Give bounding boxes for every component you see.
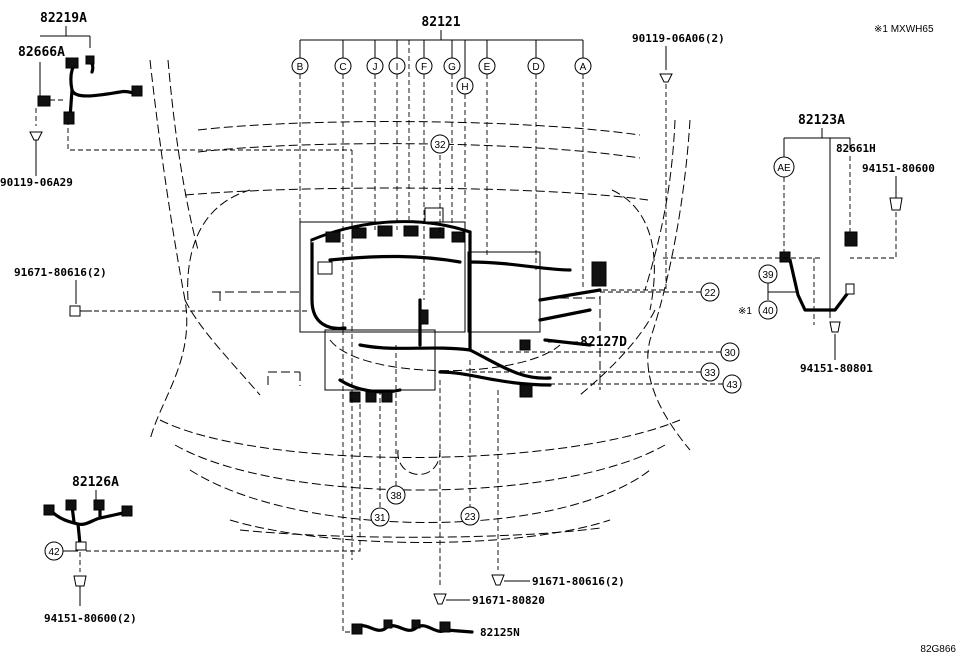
svg-text:30: 30 xyxy=(724,348,736,359)
connector-h: H xyxy=(456,77,474,95)
connector-leaders xyxy=(67,40,584,560)
svg-text:38: 38 xyxy=(390,491,402,502)
svg-text:23: 23 xyxy=(464,512,476,523)
connector-i: I xyxy=(388,57,406,75)
callout-23: 23 xyxy=(460,506,480,526)
right-callouts: 22 82127D 30 33 43 xyxy=(470,282,742,394)
label-94151-80801: 94151-80801 xyxy=(800,362,873,375)
label-82666A: 82666A xyxy=(18,45,65,60)
vehicle-body-outline xyxy=(149,59,691,543)
callout-30: 30 xyxy=(720,342,740,362)
connector-b: B xyxy=(291,57,309,75)
svg-text:40: 40 xyxy=(762,306,774,317)
label-91671-80616-bottom: 91671-80616(2) xyxy=(532,575,625,588)
connector-a: A xyxy=(574,57,592,75)
connector-circles: B C J I F G H E D A xyxy=(291,57,592,95)
figure-code: 82G866 xyxy=(920,644,956,655)
svg-text:E: E xyxy=(484,62,491,73)
bottom-callouts: 38 31 23 xyxy=(370,345,499,585)
bolt-91671-80616-left-group: 91671-80616(2) xyxy=(14,266,310,317)
svg-text:43: 43 xyxy=(726,380,738,391)
connector-f: F xyxy=(415,57,433,75)
svg-text:I: I xyxy=(396,62,399,73)
harness-82126A-group: 82126A 42 94151-80600(2) xyxy=(43,400,361,625)
svg-text:B: B xyxy=(297,62,304,73)
bolt-91671-80820-group: 91671-80820 xyxy=(433,593,545,607)
svg-text:C: C xyxy=(339,62,346,73)
callout-31: 31 xyxy=(370,507,390,527)
svg-text:H: H xyxy=(461,82,468,93)
callout-33: 33 xyxy=(700,362,720,382)
svg-text:J: J xyxy=(373,62,378,73)
connector-e: E xyxy=(478,57,496,75)
label-91671-80820: 91671-80820 xyxy=(472,594,545,607)
callout-38: 38 xyxy=(386,485,406,505)
harness-82125N-group: 82125N xyxy=(342,330,520,639)
note-mxwh65: ※1 MXWH65 xyxy=(874,24,934,35)
label-94151-80600: 94151-80600 xyxy=(862,162,935,175)
svg-text:AE: AE xyxy=(777,163,791,174)
svg-text:31: 31 xyxy=(374,513,386,524)
svg-text:32: 32 xyxy=(434,140,446,151)
label-90119-06A06: 90119-06A06(2) xyxy=(632,32,725,45)
bolt-90119-06A06-group: 90119-06A06(2) xyxy=(600,32,725,291)
callout-43: 43 xyxy=(722,374,742,394)
callout-22: 22 xyxy=(700,282,720,302)
callout-42: 42 xyxy=(44,541,64,561)
svg-text:22: 22 xyxy=(704,288,716,299)
svg-text:39: 39 xyxy=(762,270,774,281)
svg-text:33: 33 xyxy=(704,368,716,379)
engine-harness-assembly xyxy=(299,207,607,403)
svg-text:F: F xyxy=(421,62,427,73)
note-mark: ※1 xyxy=(738,306,752,317)
connector-ae: AE xyxy=(773,156,795,178)
connector-j: J xyxy=(366,57,384,75)
connector-bracket-82121 xyxy=(299,30,584,78)
label-82123A: 82123A xyxy=(798,113,845,128)
label-82125N: 82125N xyxy=(480,626,520,639)
bolt-91671-80616-bottom-group: 91671-80616(2) xyxy=(491,574,625,588)
svg-text:42: 42 xyxy=(48,547,60,558)
label-91671-80616-left: 91671-80616(2) xyxy=(14,266,107,279)
callout-40: 40 xyxy=(758,300,778,320)
svg-text:A: A xyxy=(580,62,587,73)
connector-d: D xyxy=(527,57,545,75)
label-82126A: 82126A xyxy=(72,475,119,490)
callout-32: 32 xyxy=(430,134,450,154)
svg-text:G: G xyxy=(448,62,456,73)
connector-g: G xyxy=(443,57,461,75)
label-82661H: 82661H xyxy=(836,142,876,155)
label-82219A: 82219A xyxy=(40,11,87,26)
svg-text:D: D xyxy=(532,62,539,73)
label-90119-06A29: 90119-06A29 xyxy=(0,176,73,189)
connector-c: C xyxy=(334,57,352,75)
label-82121: 82121 xyxy=(421,15,460,30)
harness-82219A-group: 82219A 82666A 90119-06A29 xyxy=(0,11,143,189)
label-94151-80600-2: 94151-80600(2) xyxy=(44,612,137,625)
label-82127D: 82127D xyxy=(580,335,627,350)
callout-39: 39 xyxy=(758,264,778,284)
harness-82123A-group: 82123A 82661H AE 94151-80600 94151-80801… xyxy=(660,113,935,375)
